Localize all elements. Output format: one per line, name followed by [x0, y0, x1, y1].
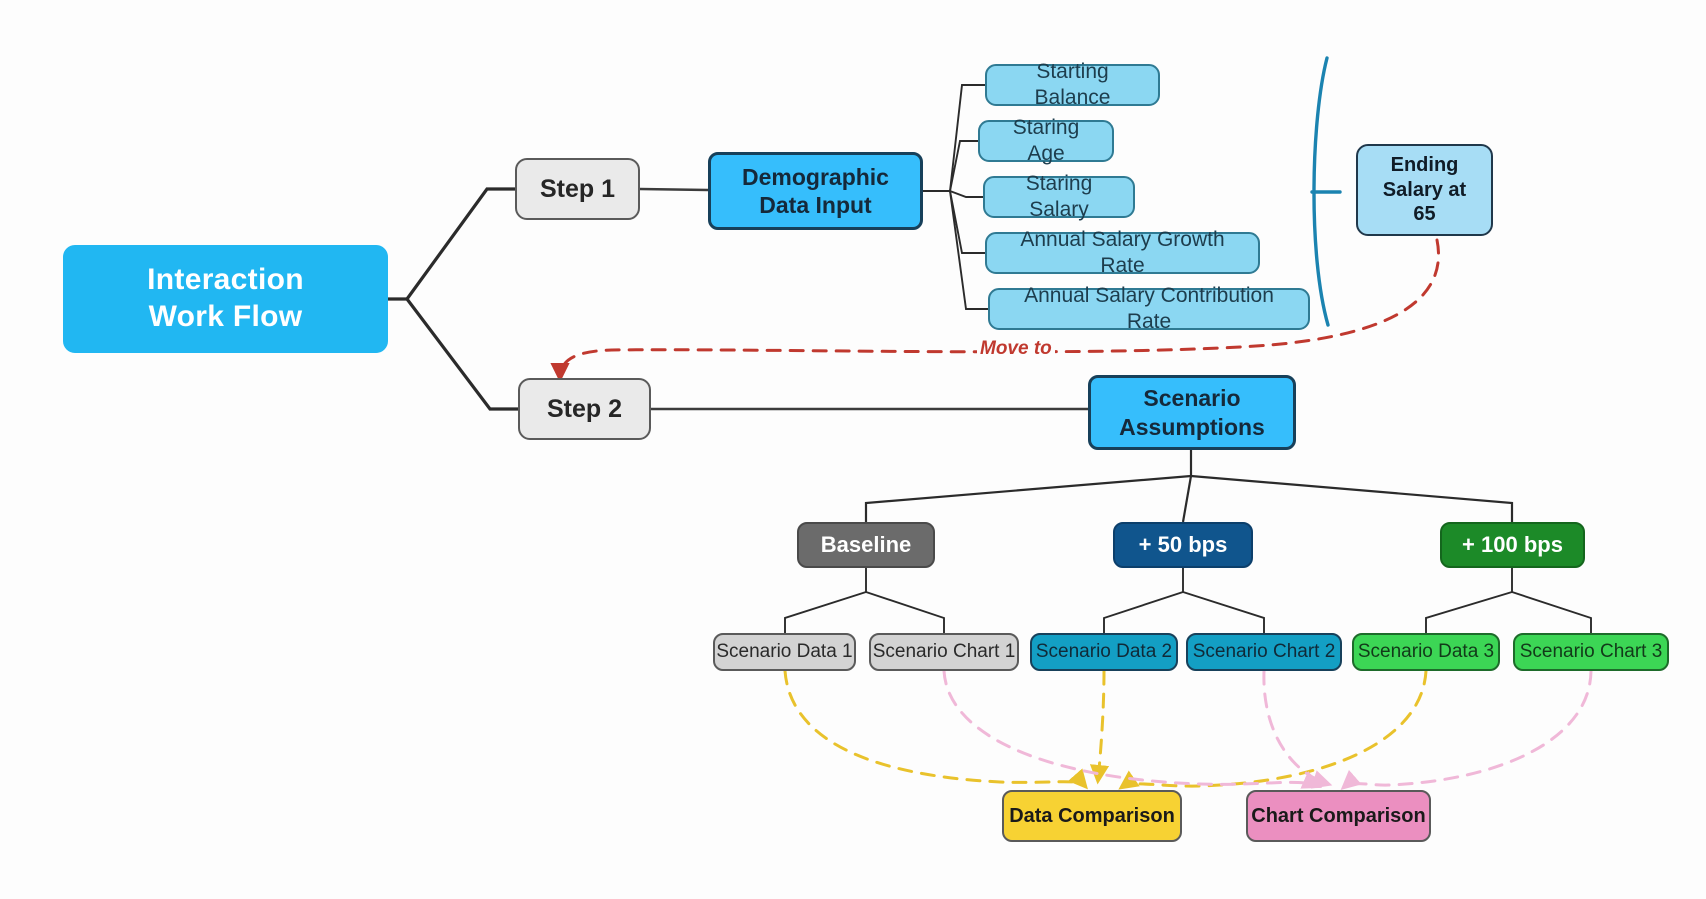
edge-chart-comparison — [942, 669, 1593, 790]
scenario-baseline-node[interactable]: Baseline — [797, 522, 935, 568]
scenario-chart-3-node[interactable]: Scenario Chart 3 — [1513, 633, 1669, 671]
root-node[interactable]: Interaction Work Flow — [63, 245, 388, 353]
input-staring-age[interactable]: Staring Age — [978, 116, 1114, 165]
scenario-plus-100-bps-node[interactable]: + 100 bps — [1440, 522, 1585, 568]
step-2-node[interactable]: Step 2 — [518, 378, 651, 440]
input-staring-salary[interactable]: Staring Salary — [983, 172, 1135, 221]
data-comparison-node[interactable]: Data Comparison — [1002, 790, 1182, 842]
edge-scenario-leaves — [784, 568, 1592, 633]
scenario-plus-50-bps-node[interactable]: + 50 bps — [1113, 522, 1253, 568]
step-1-node[interactable]: Step 1 — [515, 158, 640, 220]
scenario-data-1-node[interactable]: Scenario Data 1 — [713, 633, 856, 671]
input-annual-salary-growth-rate[interactable]: Annual Salary Growth Rate — [985, 228, 1260, 277]
input-annual-salary-contribution-rate[interactable]: Annual Salary Contribution Rate — [988, 284, 1310, 333]
edge-data-comparison — [783, 669, 1428, 790]
scenario-chart-2-node[interactable]: Scenario Chart 2 — [1186, 633, 1342, 671]
scenario-assumptions-node[interactable]: Scenario Assumptions — [1088, 375, 1296, 450]
input-group-brace — [1310, 56, 1342, 327]
chart-comparison-node[interactable]: Chart Comparison — [1246, 790, 1431, 842]
input-starting-balance[interactable]: Starting Balance — [985, 60, 1160, 109]
ending-salary-at-65-node[interactable]: Ending Salary at 65 — [1356, 144, 1493, 236]
root-branch-edges — [386, 187, 520, 411]
edge-demographic-inputs — [923, 84, 988, 310]
scenario-data-2-node[interactable]: Scenario Data 2 — [1030, 633, 1178, 671]
edge-scenario-children — [864, 450, 1514, 523]
demographic-data-input-node[interactable]: Demographic Data Input — [708, 152, 923, 230]
scenario-chart-1-node[interactable]: Scenario Chart 1 — [869, 633, 1019, 671]
move-to-label: Move to — [977, 338, 1055, 360]
edge-step1-demographic — [639, 187, 709, 192]
scenario-data-3-node[interactable]: Scenario Data 3 — [1352, 633, 1500, 671]
